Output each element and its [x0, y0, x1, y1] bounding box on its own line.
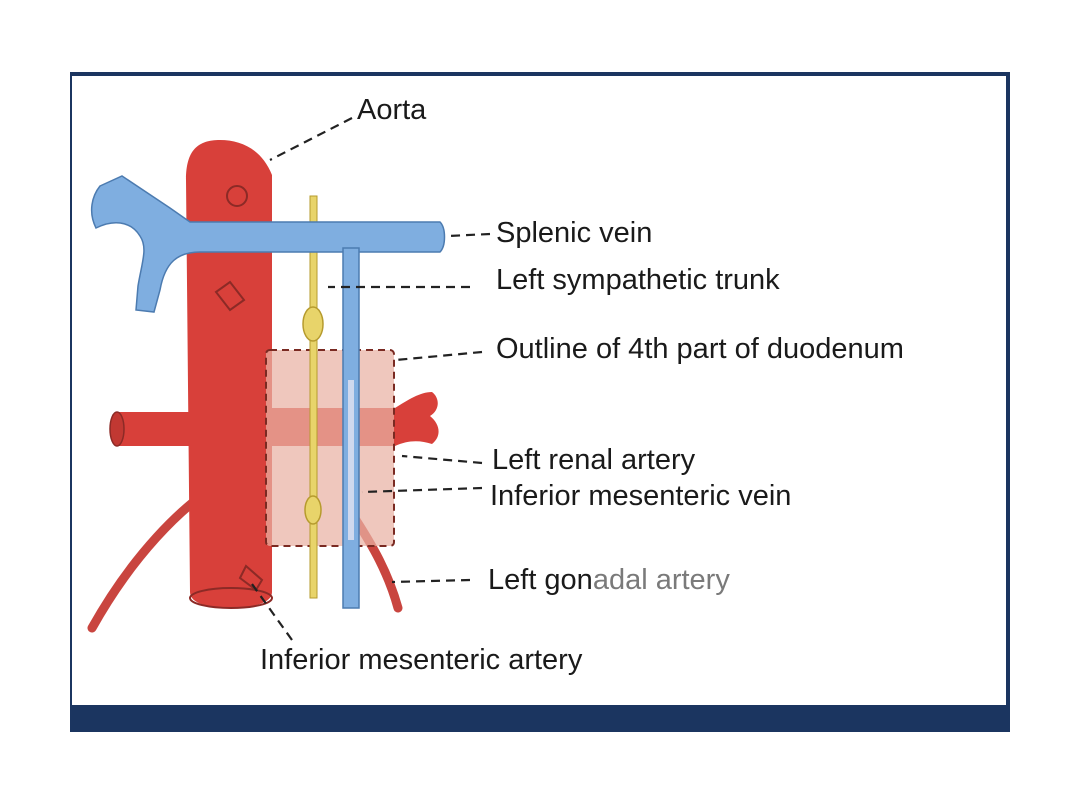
leader-duodenum — [395, 350, 483, 362]
aorta-bottom-rim — [189, 587, 273, 609]
label-aorta: Aorta — [357, 94, 427, 126]
inferior-mesenteric-vein-highlight — [348, 380, 354, 540]
leader-splenic-vein — [447, 232, 491, 238]
sympathetic-trunk — [309, 195, 318, 599]
label-left-gonadal-artery-part1: Left gon — [488, 564, 593, 596]
aorta-vessel — [186, 140, 272, 608]
label-inferior-mesenteric-vein: Inferior mesenteric vein — [490, 480, 792, 512]
leader-inferior-mesenteric-vein — [361, 486, 483, 494]
leader-aorta — [269, 117, 353, 161]
duodenum-outline — [265, 349, 395, 547]
aortic-branch-opening — [226, 185, 248, 207]
aortic-stub-branch — [214, 280, 246, 312]
label-splenic-vein: Splenic vein — [496, 217, 653, 249]
label-left-sympathetic-trunk: Left sympathetic trunk — [496, 264, 780, 296]
right-renal-artery — [116, 412, 192, 446]
sympathetic-ganglion-upper — [302, 306, 324, 342]
splenic-vein-vessel — [90, 175, 446, 313]
right-renal-artery-end — [109, 411, 125, 447]
label-left-renal-artery: Left renal artery — [492, 444, 696, 476]
label-left-gonadal-artery-part2: adal artery — [592, 564, 730, 596]
label-duodenum-outline: Outline of 4th part of duodenum — [496, 333, 904, 365]
leader-left-renal-artery — [401, 454, 483, 465]
slide-bottom-bar — [70, 705, 1010, 732]
label-inferior-mesenteric-artery: Inferior mesenteric artery — [260, 644, 583, 676]
leader-left-gonadal-artery — [391, 578, 471, 584]
sympathetic-ganglion-lower — [304, 495, 322, 525]
label-left-gonadal-artery: Left gonadal artery — [488, 566, 730, 595]
leader-inferior-mesenteric-artery — [251, 583, 293, 641]
